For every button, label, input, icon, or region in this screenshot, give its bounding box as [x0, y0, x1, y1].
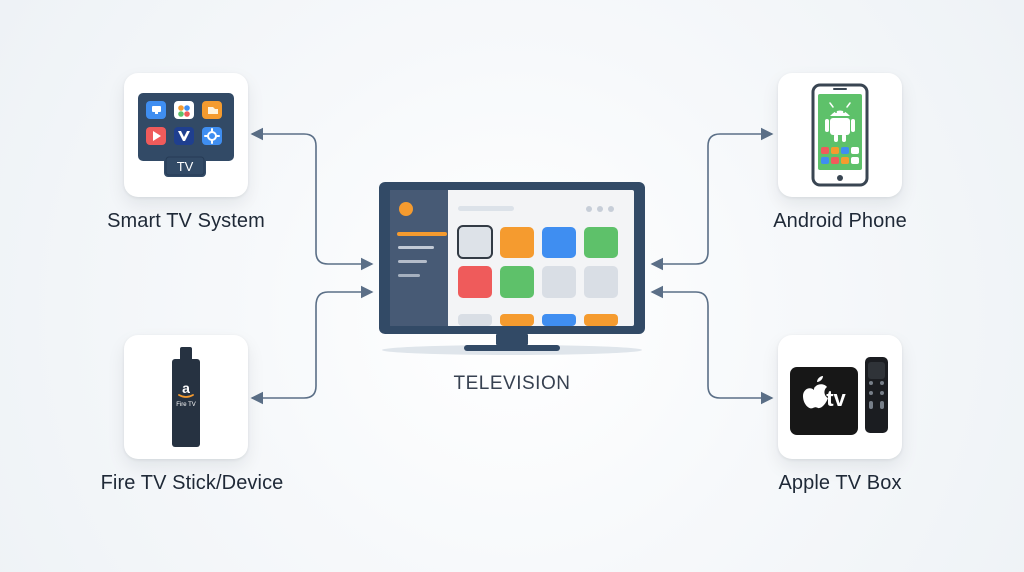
- sidebar-selected-line: [397, 232, 447, 236]
- screen-dot-1: [586, 206, 592, 212]
- amazon-logo-text: a: [182, 380, 190, 396]
- television-stand: [464, 345, 560, 351]
- apple-tv-box-icon: tv: [790, 357, 888, 435]
- television-neck: [496, 334, 528, 345]
- sidebar-line-2: [398, 260, 427, 263]
- television-illustration: [379, 182, 645, 355]
- app-tile-gray-1: [542, 266, 576, 298]
- smart-tv-system-icon: TV: [138, 93, 234, 177]
- fire-tv-connection-arrow: [250, 285, 374, 405]
- apple-tv-box-label: Apple TV Box: [778, 472, 902, 494]
- profile-dot-icon: [399, 202, 413, 216]
- android-phone-icon: [811, 83, 869, 187]
- app-tile-gray-3: [458, 314, 492, 326]
- app-tile-orange-3: [584, 314, 618, 326]
- app-tile-green-2: [500, 266, 534, 298]
- screen-dot-2: [597, 206, 603, 212]
- television-sidebar: [390, 190, 448, 326]
- smart-tv-system-card: TV: [124, 73, 248, 197]
- smart-tv-badge-text: TV: [177, 159, 194, 174]
- app-tile-blue-2: [542, 314, 576, 326]
- sidebar-line-3: [398, 274, 420, 277]
- screen-dot-3: [608, 206, 614, 212]
- android-phone-connection-arrow: [650, 127, 774, 271]
- screen-title-bar: [458, 206, 514, 211]
- fire-tv-stick-text: Fire TV: [176, 402, 196, 408]
- app-tile-selected: [457, 225, 493, 259]
- sidebar-line-1: [398, 246, 434, 249]
- television-label: TELEVISION: [453, 373, 571, 394]
- android-phone-label: Android Phone: [773, 210, 907, 232]
- fire-tv-stick-label: Fire TV Stick/Device: [100, 472, 284, 494]
- fire-tv-stick-card: a Fire TV: [124, 335, 248, 459]
- apple-tv-box-text: tv: [826, 386, 846, 411]
- smart-tv-system-label: Smart TV System: [107, 210, 265, 232]
- smart-tv-connection-arrow: [250, 127, 374, 271]
- app-tile-blue-1: [542, 227, 576, 258]
- app-tile-gray-2: [584, 266, 618, 298]
- app-tile-green-1: [584, 227, 618, 258]
- apple-tv-connection-arrow: [650, 285, 774, 405]
- android-phone-card: [778, 73, 902, 197]
- app-tile-red: [458, 266, 492, 298]
- app-tile-orange-2: [500, 314, 534, 326]
- apple-tv-box-card: tv: [778, 335, 902, 459]
- app-tile-orange-1: [500, 227, 534, 258]
- fire-tv-stick-icon: a Fire TV: [172, 347, 200, 447]
